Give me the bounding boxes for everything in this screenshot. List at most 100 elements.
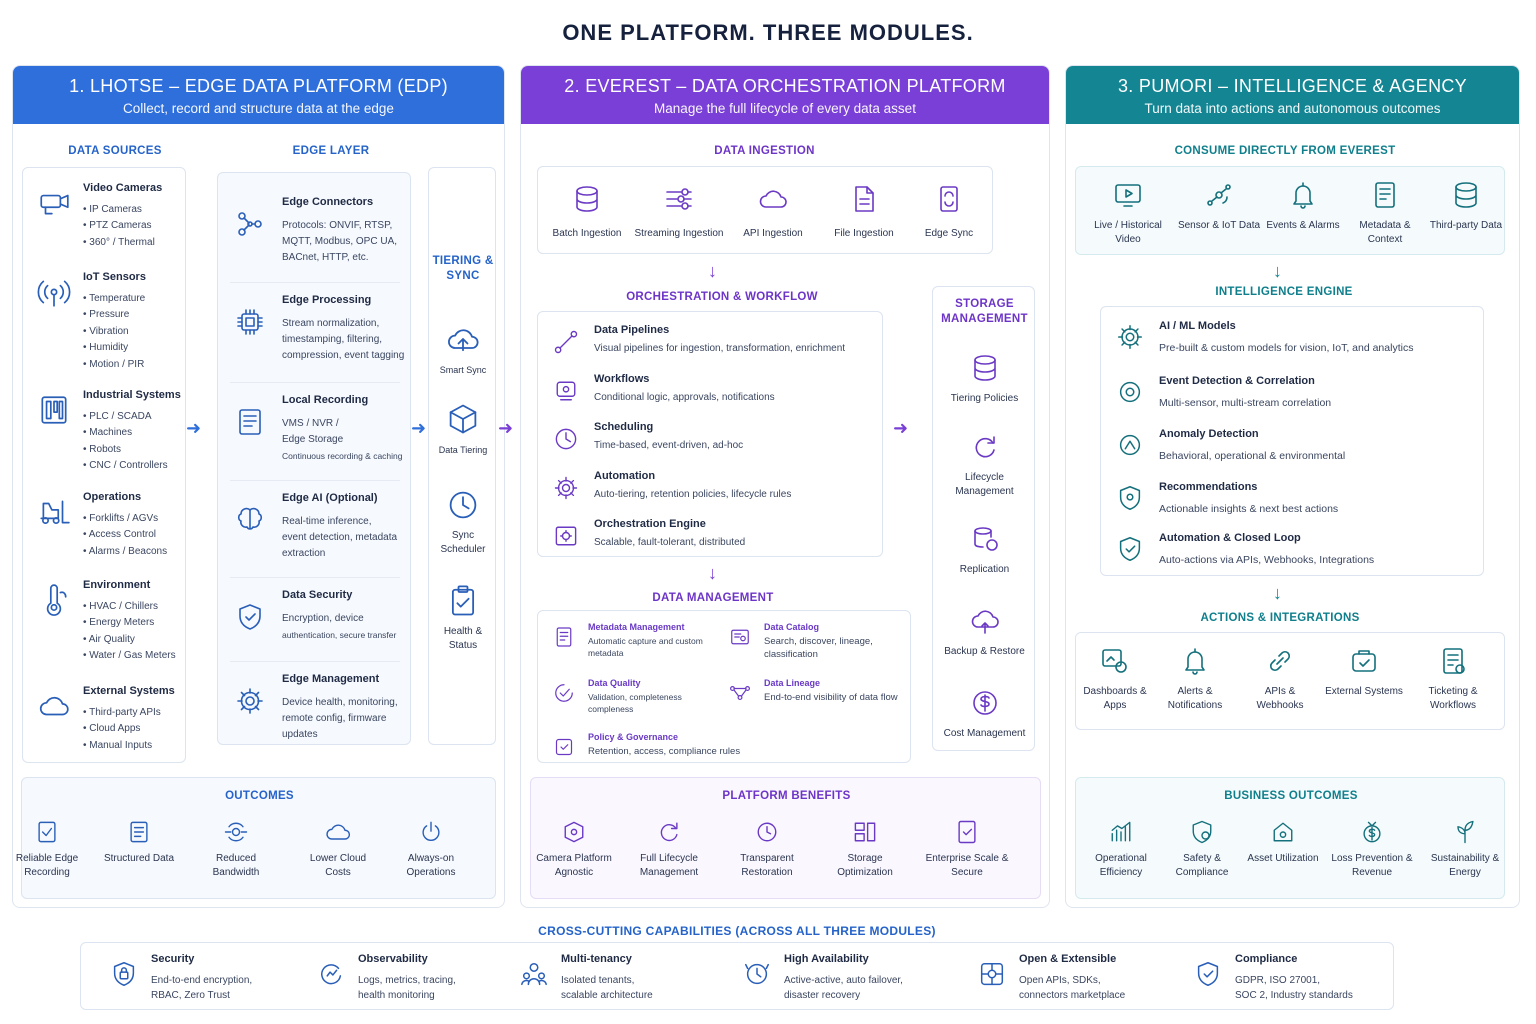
source-title: Industrial Systems [83, 389, 181, 401]
module-title: 3. PUMORI – INTELLIGENCE & AGENCY [1118, 76, 1467, 96]
action-label: Dashboards & Apps [1083, 686, 1147, 711]
database-icon [1450, 179, 1482, 211]
cross-desc: SOC 2, Industry standards [1235, 990, 1353, 1001]
clipboard-icon [445, 583, 481, 619]
sensor-net-icon [1203, 179, 1235, 211]
gear-icon [552, 474, 580, 502]
source-item: • Third-party APIs [83, 707, 161, 718]
tiering-label: Smart Sync [439, 365, 487, 375]
outcomes-title: OUTCOMES [225, 790, 294, 802]
dm-item-desc: Search, discover, lineage, classificatio… [764, 636, 873, 660]
edge-item-title: Edge Management [282, 673, 380, 685]
ingestion-label: File Ingestion [834, 228, 894, 239]
edge-item-desc: VMS / NVR / [282, 418, 339, 429]
availability-icon [742, 959, 772, 989]
section-title-data-management: DATA MANAGEMENT [652, 592, 774, 604]
dm-item-desc: compleness [588, 704, 634, 714]
orch-item-title: Data Pipelines [594, 324, 670, 336]
cross-desc: disaster recovery [784, 990, 861, 1001]
storage-label: Backup & Restore [944, 646, 1025, 657]
engine-item-title: Event Detection & Correlation [1159, 375, 1315, 387]
cross-desc: RBAC, Zero Trust [151, 990, 230, 1001]
dm-item-title: Data Catalog [764, 622, 820, 632]
check-shield-icon [1193, 959, 1223, 989]
orch-item-title: Scheduling [594, 421, 654, 433]
engine-item-desc: Multi-sensor, multi-stream correlation [1159, 397, 1332, 409]
arrow-orch-to-storage: ➜ [893, 418, 909, 438]
page-title: ONE PLATFORM. THREE MODULES. [562, 20, 974, 45]
platform-benefits-title: PLATFORM BENEFITS [722, 790, 851, 802]
detect-icon [1115, 377, 1145, 407]
module-title: 2. EVEREST – DATA ORCHESTRATION PLATFORM [564, 76, 1006, 96]
ingestion-label: Streaming Ingestion [634, 228, 724, 239]
cross-desc: Open APIs, SDKs, [1019, 975, 1101, 986]
clock-icon [552, 425, 580, 453]
action-label: APIs & Webhooks [1256, 686, 1304, 711]
users-icon [519, 959, 549, 989]
clock-icon [445, 487, 481, 523]
dm-item-desc: Retention, access, compliance rules [588, 746, 741, 757]
device-sync-icon [933, 183, 965, 215]
outcome-label: Lower Cloud Costs [309, 853, 367, 878]
source-item: • Temperature [83, 293, 146, 304]
module-subtitle: Collect, record and structure data at th… [123, 101, 394, 116]
business-outcome-label: Safety & Compliance [1175, 853, 1229, 878]
edge-item-desc: BACnet, HTTP, etc. [282, 252, 369, 263]
source-item: • Water / Gas Meters [83, 650, 176, 662]
replication-icon [969, 523, 1001, 555]
cross-desc: End-to-end encryption, [151, 975, 253, 986]
recommend-icon [1115, 483, 1145, 513]
restore-icon [753, 818, 781, 846]
edge-item-desc: Device health, monitoring, [282, 697, 398, 708]
stream-icon [663, 183, 695, 215]
module-subtitle: Manage the full lifecycle of every data … [654, 101, 916, 116]
cycle-icon [655, 818, 683, 846]
cloud-backup-icon [969, 605, 1001, 637]
edge-item-desc: Stream normalization, [282, 318, 380, 329]
edge-divider [230, 661, 400, 662]
edge-item-desc: extraction [282, 548, 326, 559]
catalog-icon [728, 625, 752, 649]
edge-divider [230, 282, 400, 283]
cross-title: Multi-tenancy [561, 953, 632, 965]
source-item: • Pressure [83, 309, 130, 321]
cross-cutting-title: CROSS-CUTTING CAPABILITIES (ACROSS ALL T… [538, 924, 936, 938]
business-outcome-label: Sustainability & Energy [1430, 853, 1500, 878]
shield-icon [234, 601, 266, 633]
extensible-icon [977, 959, 1007, 989]
module-header: 2. EVEREST – DATA ORCHESTRATION PLATFORM… [521, 66, 1049, 124]
cloud-icon [757, 183, 789, 215]
pipeline-icon [552, 328, 580, 356]
database-icon [571, 183, 603, 215]
source-item: • Forklifts / AGVs [83, 513, 159, 524]
camera-icon [37, 186, 71, 220]
section-title-actions: ACTIONS & INTEGRATIONS [1200, 612, 1360, 624]
consume-label: Events & Alarms [1266, 220, 1340, 231]
action-label: External Systems [1325, 686, 1403, 697]
observe-icon [316, 959, 346, 989]
consume-label: Sensor & IoT Data [1177, 220, 1261, 231]
module-header: 1. LHOTSE – EDGE DATA PLATFORM (EDP)Coll… [13, 66, 504, 124]
engine-item-desc: Behavioral, operational & environmental [1159, 450, 1346, 462]
consume-label: Third-party Data [1429, 220, 1503, 231]
source-item: • Air Quality [83, 633, 135, 645]
safety-icon [1188, 818, 1216, 846]
metadata-icon [552, 625, 576, 649]
arrow-sources-to-edge: ➜ [186, 418, 202, 438]
edge-item-desc: updates [282, 729, 318, 740]
outcome-label: Reduced Bandwidth [212, 853, 260, 878]
source-item: • CNC / Controllers [83, 460, 168, 472]
edge-item-title: Edge Connectors [282, 196, 374, 208]
tiering-label: Health & Status [443, 626, 483, 651]
benefit-label: Enterprise Scale & Secure [925, 853, 1009, 878]
source-title: Video Cameras [83, 182, 163, 194]
arrow-consume-to-engine: ↓ [1273, 261, 1282, 281]
orch-item-desc: Time-based, event-driven, ad-hoc [594, 440, 744, 451]
power-icon [417, 818, 445, 846]
external-icon [1348, 645, 1380, 677]
